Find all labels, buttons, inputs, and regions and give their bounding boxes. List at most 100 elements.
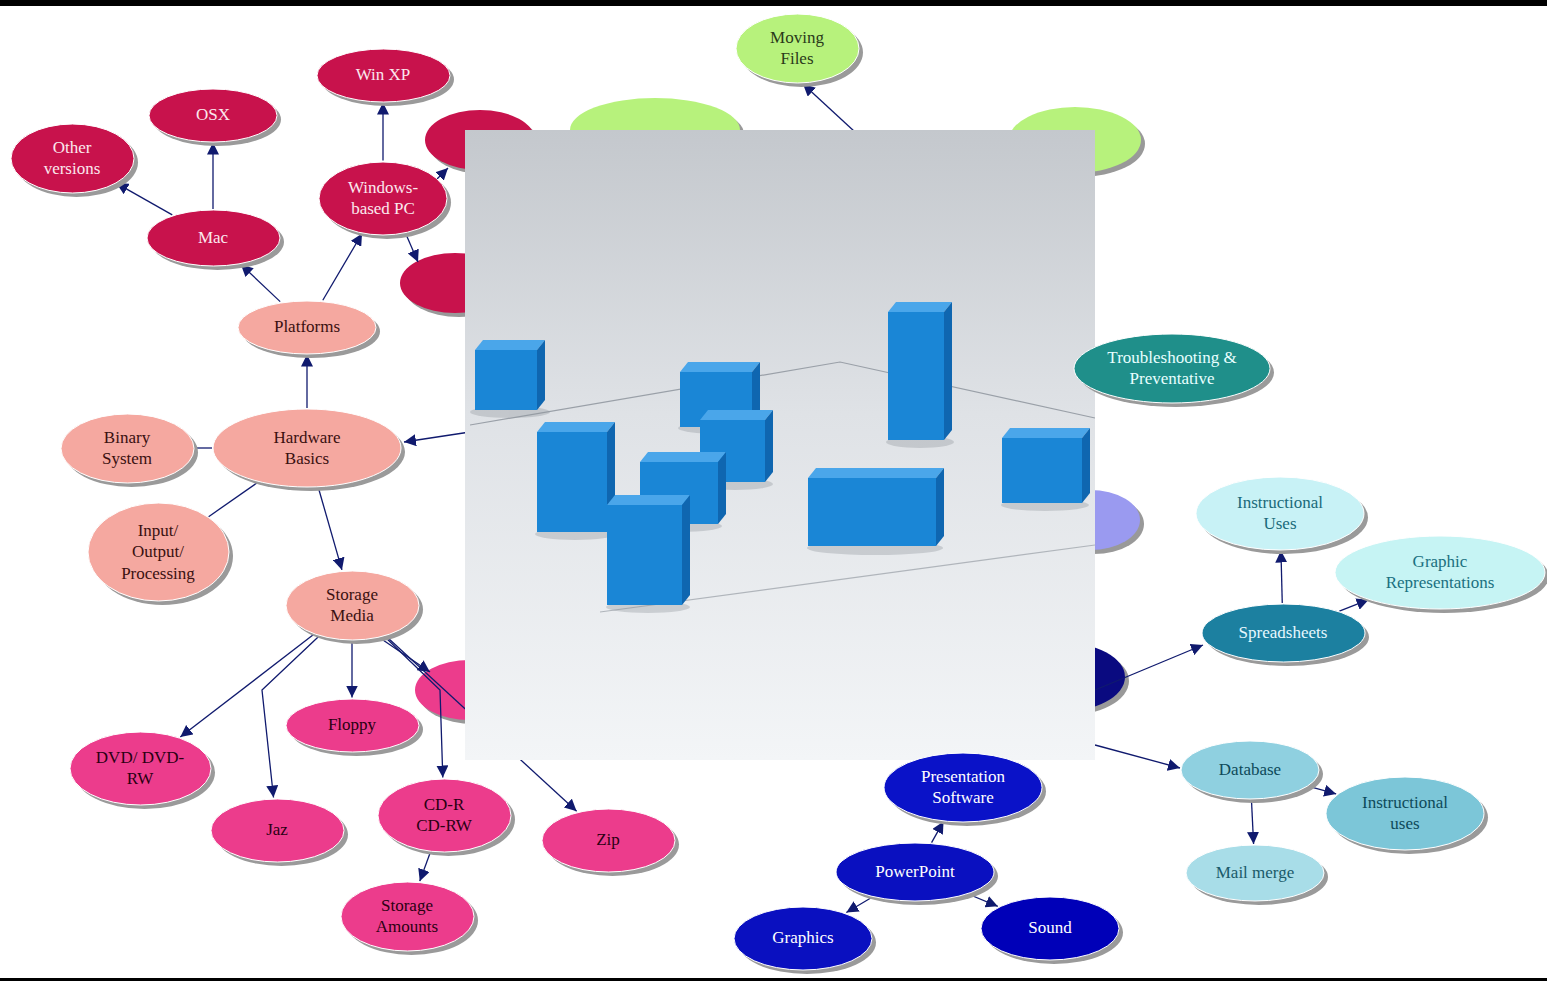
ellipse-fill (317, 49, 450, 102)
concept-link (212, 143, 213, 210)
label-stack: Instructional uses (1355, 792, 1455, 835)
label-stack: Jaz (266, 819, 288, 840)
concept-label: Binary System (92, 427, 162, 470)
label-stack: PowerPoint (875, 861, 954, 882)
concept-label: Database (1219, 759, 1281, 780)
concept-label: DVD/ DVD-RW (95, 747, 185, 790)
ellipse-fill (1181, 741, 1319, 799)
concept-ellipse: Instructional Uses (1195, 476, 1365, 551)
label-stack: CD-R CD-RW (414, 794, 474, 837)
label-stack: Windows- based PC (343, 177, 423, 220)
ellipse-fill (1186, 845, 1324, 901)
label-stack: Input/ Output/ Processing (113, 520, 203, 584)
label-stack: Database (1219, 759, 1281, 780)
ellipse-fill (1326, 777, 1484, 850)
concept-link (241, 264, 280, 301)
label-stack: Mac (198, 227, 228, 248)
label-stack: Spreadsheets (1239, 622, 1328, 643)
ellipse-fill (341, 882, 474, 951)
partial-link (1095, 745, 1180, 768)
concept-label: Hardware Basics (262, 427, 352, 470)
partial-link (404, 432, 470, 442)
concept-link (1281, 550, 1282, 603)
concept-ellipse: Storage Amounts (340, 881, 475, 952)
label-stack: Floppy (328, 714, 376, 735)
concept-ellipse: Graphics (733, 906, 873, 971)
label-stack: Troubleshooting & Preventative (1107, 347, 1237, 390)
ellipse-fill (70, 732, 211, 805)
concept-label: Storage Media (317, 584, 387, 627)
concept-ellipse: Win XP (316, 48, 451, 103)
concept-ellipse: Presentation Software (883, 752, 1043, 823)
concept-label: Sound (1028, 917, 1071, 938)
ellipse-fill (378, 779, 511, 852)
concept-ellipse: Storage Media (285, 570, 420, 641)
ellipse-fill (1335, 536, 1545, 609)
partial-link (380, 638, 430, 672)
concept-link (351, 641, 352, 698)
label-stack: Moving Files (762, 27, 832, 70)
label-stack: DVD/ DVD-RW (95, 747, 185, 790)
ellipse-fill (736, 14, 859, 83)
concept-ellipse: Jaz (210, 798, 345, 863)
ellipse-fill (286, 571, 419, 640)
concept-label: Floppy (328, 714, 376, 735)
concept-ellipse: Sound (980, 896, 1120, 961)
concept-ellipse: Instructional uses (1325, 776, 1485, 851)
concept-ellipse: Mail merge (1185, 844, 1325, 902)
concept-ellipse: Platforms (237, 300, 377, 355)
concept-label: Graphics (772, 927, 833, 948)
ellipse-fill (319, 162, 447, 235)
concept-ellipse: Database (1180, 740, 1320, 800)
label-stack: Win XP (356, 64, 411, 85)
ellipse-fill (884, 753, 1042, 822)
concept-label: Instructional uses (1355, 792, 1455, 835)
ellipse-fill (149, 89, 277, 142)
ellipse-fill (1202, 604, 1365, 662)
concept-label: CD-R CD-RW (414, 794, 474, 837)
partial-links (380, 84, 1203, 768)
ellipse-fill (11, 124, 134, 193)
label-stack: Mail merge (1216, 862, 1295, 883)
concept-ellipse: Binary System (60, 413, 195, 484)
concept-ellipse: Input/ Output/ Processing (87, 502, 230, 602)
concept-ellipse: Graphic Representations (1334, 535, 1546, 610)
concept-label: Presentation Software (913, 766, 1013, 809)
map-ground (0, 6, 1547, 978)
ellipse-fill (147, 210, 280, 266)
concept-ellipse: Spreadsheets (1201, 603, 1366, 663)
ellipse-fill (542, 809, 675, 872)
concept-ellipse: Hardware Basics (212, 408, 402, 488)
label-stack: Other versions (37, 137, 107, 180)
blue-blocks (475, 302, 1090, 605)
concept-label: Windows- based PC (343, 177, 423, 220)
concept-link (1339, 600, 1368, 611)
ellipse-fill (1074, 334, 1270, 403)
label-stack: Graphic Representations (1370, 551, 1510, 594)
concept-ellipse: DVD/ DVD-RW (69, 731, 212, 806)
concept-label: Platforms (274, 316, 340, 337)
concept-link (323, 234, 362, 301)
concept-link (318, 488, 342, 570)
concept-ellipse: Moving Files (735, 13, 860, 84)
concept-link (382, 103, 383, 161)
concept-label: Troubleshooting & Preventative (1107, 347, 1237, 390)
concept-link (209, 482, 258, 516)
concept-link (116, 183, 172, 215)
label-stack: Presentation Software (913, 766, 1013, 809)
concept-ellipse: Mac (146, 209, 281, 267)
ellipse-fill (1196, 477, 1364, 550)
ellipse-fill (211, 799, 344, 862)
concept-link (932, 821, 944, 842)
ellipse-fill (213, 409, 401, 487)
concept-label: Other versions (37, 137, 107, 180)
label-stack: Zip (596, 829, 620, 850)
concept-link (420, 852, 431, 881)
label-stack: Storage Media (317, 584, 387, 627)
concept-label: OSX (196, 104, 230, 125)
blocks-photo (465, 130, 1095, 760)
concept-label: PowerPoint (875, 861, 954, 882)
concept-link (306, 355, 307, 409)
concept-ellipse: Zip (541, 808, 676, 873)
